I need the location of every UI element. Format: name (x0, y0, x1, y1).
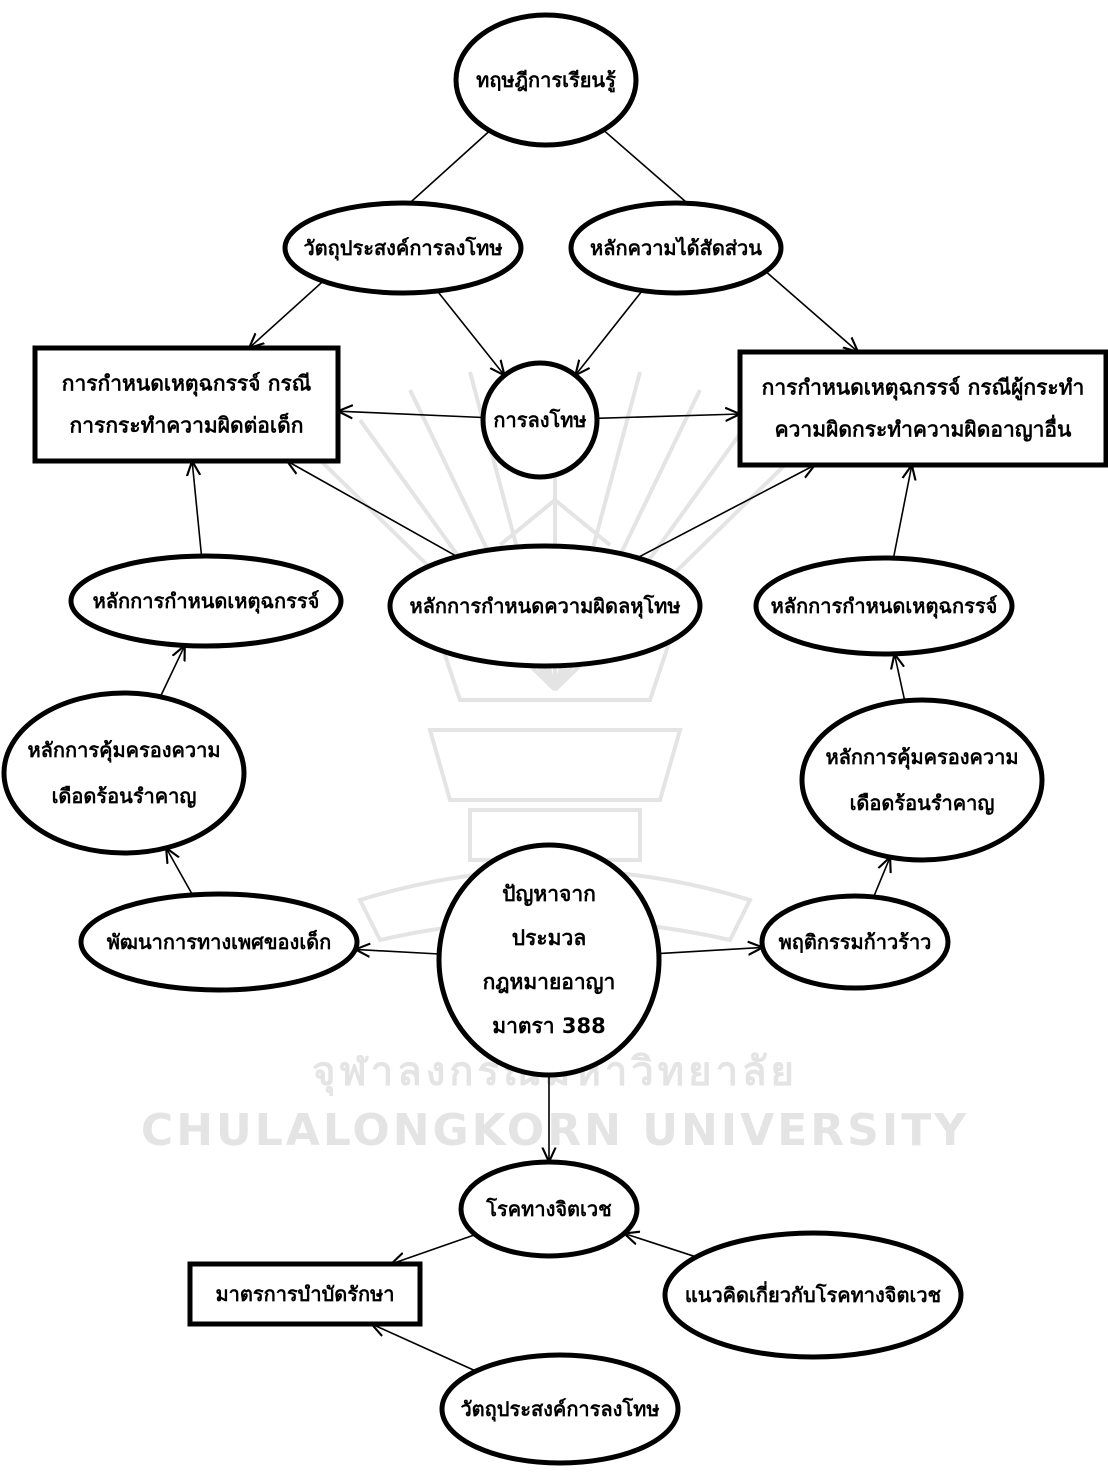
node-ellipse (458, 1159, 640, 1259)
arrow-punishment-to-aggravation-children (338, 411, 484, 417)
arrow-mental-disorder-to-treatment-measures (391, 1233, 476, 1264)
node-purpose-punishment-top: วัตถุประสงค์การลงโทษ (282, 200, 524, 296)
arrow-petty-offense-principle-to-aggravation-other (636, 465, 815, 559)
arrow-punishment-to-aggravation-other (596, 414, 740, 418)
node-aggravation-principle-right: หลักการกำหนดเหตุฉกรรจ์ (753, 555, 1015, 657)
node-box (32, 345, 341, 464)
arrow-proportionality-to-punishment (575, 290, 643, 376)
arrow-purpose-punishment-bottom-to-treatment-measures (372, 1324, 477, 1372)
node-ellipse (662, 1230, 964, 1360)
node-label: ปัญหาจาก (502, 882, 596, 907)
arrow-purpose-punishment-top-to-punishment (436, 290, 504, 375)
node-child-sexual-development: พัฒนาการทางเพศของเด็ก (78, 891, 360, 993)
node-aggressive-behavior: พฤติกรรมก้าวร้าว (759, 893, 951, 991)
arrow-aggravation-principle-left-to-aggravation-children (192, 461, 203, 557)
node-label: การกำหนดเหตุฉกรรจ์ กรณี (62, 372, 312, 398)
node-ellipse (453, 12, 639, 148)
node-aggravation-children: การกำหนดเหตุฉกรรจ์ กรณีการกระทำความผิดต่… (32, 345, 341, 464)
node-label: กฎหมายอาญา (483, 970, 616, 995)
node-learning-theory: ทฤษฎีการเรียนรู้ (453, 12, 639, 148)
node-label: หลักการกำหนดความผิดลหุโทษ (409, 594, 680, 619)
arrow-nuisance-left-to-aggravation-principle-left (159, 645, 184, 698)
node-label: แนวคิดเกี่ยวกับโรคทางจิตเวช (685, 1280, 942, 1307)
node-label: ทฤษฎีการเรียนรู้ (476, 68, 616, 94)
node-box (737, 349, 1108, 468)
node-label: โรคทางจิตเวช (485, 1197, 612, 1221)
node-ellipse (436, 842, 662, 1078)
node-ellipse (439, 1352, 681, 1466)
node-label: หลักการกำหนดเหตุฉกรรจ์ (93, 589, 320, 614)
node-label: การกระทำความผิดต่อเด็ก (70, 412, 304, 438)
node-proportionality: หลักความได้สัดส่วน (568, 200, 784, 296)
node-mental-disorder: โรคทางจิตเวช (458, 1159, 640, 1259)
node-label: หลักความได้สัดส่วน (590, 236, 762, 260)
arrow-mental-disorder-concept-to-mental-disorder (624, 1233, 697, 1258)
node-label: วัตถุประสงค์การลงโทษ (460, 1397, 659, 1422)
node-label: หลักการกำหนดเหตุฉกรรจ์ (771, 594, 998, 619)
node-label: วัตถุประสงค์การลงโทษ (303, 236, 502, 261)
node-ellipse (799, 697, 1045, 863)
node-label: ความผิดกระทำความผิดอาญาอื่น (775, 414, 1072, 443)
node-label: มาตรการบำบัดรักษา (215, 1282, 394, 1306)
node-label: ประมวล (512, 926, 586, 950)
node-label: หลักการคุ้มครองความ (27, 738, 220, 763)
node-label: เดือดร้อนรำคาญ (52, 784, 197, 808)
node-box (187, 1261, 423, 1327)
node-ellipse (282, 200, 524, 296)
node-label: การกำหนดเหตุฉกรรจ์ กรณีผู้กระทำ (762, 376, 1085, 402)
node-petty-offense-principle: หลักการกำหนดความผิดลหุโทษ (387, 543, 703, 669)
node-label: หลักการคุ้มครองความ (825, 745, 1018, 770)
node-ellipse (68, 553, 344, 649)
node-label: พัฒนาการทางเพศของเด็ก (107, 929, 332, 954)
arrow-nuisance-right-to-aggravation-principle-right (894, 654, 906, 702)
nodes: ทฤษฎีการเรียนรู้วัตถุประสงค์การลงโทษหลัก… (1, 12, 1108, 1466)
node-label: พฤติกรรมก้าวร้าว (779, 930, 932, 954)
arrow-core-problem-to-aggressive-behavior (658, 947, 763, 953)
node-label: การลงโทษ (493, 408, 586, 432)
arrow-core-problem-to-child-sexual-development (355, 949, 440, 954)
node-aggravation-other: การกำหนดเหตุฉกรรจ์ กรณีผู้กระทำความผิดกร… (737, 349, 1108, 468)
node-ellipse (78, 891, 360, 993)
node-ellipse (1, 690, 247, 856)
node-treatment-measures: มาตรการบำบัดรักษา (187, 1261, 423, 1327)
node-ellipse (753, 555, 1015, 657)
node-punishment: การลงโทษ (480, 360, 600, 480)
node-ellipse (759, 893, 951, 991)
node-ellipse (387, 543, 703, 669)
node-ellipse (480, 360, 600, 480)
node-label: เดือดร้อนรำคาญ (850, 791, 995, 815)
node-ellipse (568, 200, 784, 296)
arrow-aggressive-behavior-to-nuisance-right (872, 857, 890, 898)
node-purpose-punishment-bottom: วัตถุประสงค์การลงโทษ (439, 1352, 681, 1466)
node-mental-disorder-concept: แนวคิดเกี่ยวกับโรคทางจิตเวช (662, 1230, 964, 1360)
arrow-petty-offense-principle-to-aggravation-children (287, 461, 458, 558)
node-label: มาตรา 388 (492, 1014, 606, 1038)
arrow-aggravation-principle-right-to-aggravation-other (892, 465, 911, 559)
arrow-child-sexual-development-to-nuisance-left (166, 848, 194, 896)
node-aggravation-principle-left: หลักการกำหนดเหตุฉกรรจ์ (68, 553, 344, 649)
